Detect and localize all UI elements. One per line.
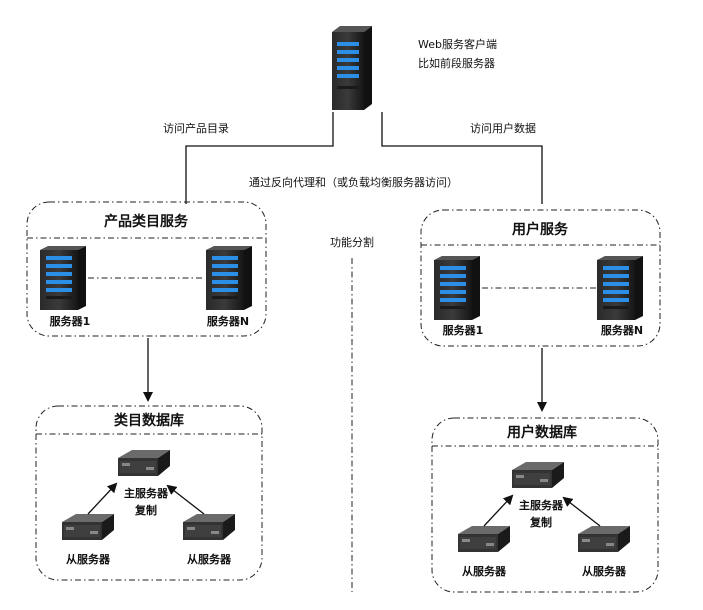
- user-db-title: 用户数据库: [507, 424, 577, 441]
- user-server-n-label: 服务器N: [601, 323, 643, 337]
- server-tower-icon: [597, 256, 643, 320]
- slave-server-icon: [578, 526, 630, 552]
- server-tower-icon: [332, 26, 372, 110]
- user-service-group: 用户服务 服务器1 服务器N: [420, 209, 661, 347]
- user-slave-right-label: 从服务器: [582, 564, 627, 578]
- edge-label-user: 访问用户数据: [470, 121, 536, 135]
- edge-to-user-service: [381, 112, 543, 204]
- product-service-group: 产品类目服务 服务器1 服务器N: [26, 201, 267, 337]
- edge-to-product-service: [185, 112, 334, 204]
- edge-label-product: 访问产品目录: [163, 121, 229, 135]
- user-server-1-label: 服务器1: [443, 323, 484, 337]
- master-server-icon: [118, 450, 170, 476]
- server-tower-icon: [434, 256, 480, 320]
- category-db-title: 类目数据库: [114, 412, 184, 429]
- slave-server-icon: [183, 514, 235, 540]
- server-tower-icon: [40, 246, 86, 310]
- product-service-title: 产品类目服务: [104, 213, 189, 230]
- edge-label-proxy: 通过反向代理和（或负载均衡服务器访问）: [249, 175, 458, 189]
- user-service-title: 用户服务: [512, 221, 569, 238]
- web-client-label: Web服务客户端: [418, 37, 497, 51]
- user-replicate-label: 复制: [529, 515, 552, 529]
- product-service-box: [26, 201, 267, 337]
- slave-server-icon: [62, 514, 114, 540]
- product-server-1-label: 服务器1: [50, 314, 91, 328]
- server-tower-icon: [206, 246, 252, 310]
- category-db-box: [35, 405, 263, 581]
- user-service-box: [420, 209, 661, 347]
- replication-arrow-right: [562, 496, 601, 527]
- category-master-label: 主服务器: [124, 486, 169, 500]
- replication-arrow-right: [166, 484, 205, 515]
- divider-label: 功能分割: [330, 235, 374, 249]
- user-master-label: 主服务器: [519, 498, 564, 512]
- user-db-group: 用户数据库 主服务器 复制 从服务器 从服务器: [431, 417, 659, 593]
- replication-arrow-left: [87, 482, 118, 515]
- category-slave-right-label: 从服务器: [187, 552, 232, 566]
- replication-arrow-left: [483, 494, 514, 527]
- product-server-n-label: 服务器N: [207, 314, 249, 328]
- master-server-icon: [512, 462, 564, 488]
- user-db-box: [431, 417, 659, 593]
- category-slave-left-label: 从服务器: [66, 552, 111, 566]
- slave-server-icon: [458, 526, 510, 552]
- category-replicate-label: 复制: [134, 503, 157, 517]
- user-slave-left-label: 从服务器: [462, 564, 507, 578]
- web-client-sublabel: 比如前段服务器: [418, 56, 495, 70]
- category-db-group: 类目数据库 主服务器 复制 从服务器 从服务器: [35, 405, 263, 581]
- web-client-server: Web服务客户端 比如前段服务器: [332, 26, 497, 110]
